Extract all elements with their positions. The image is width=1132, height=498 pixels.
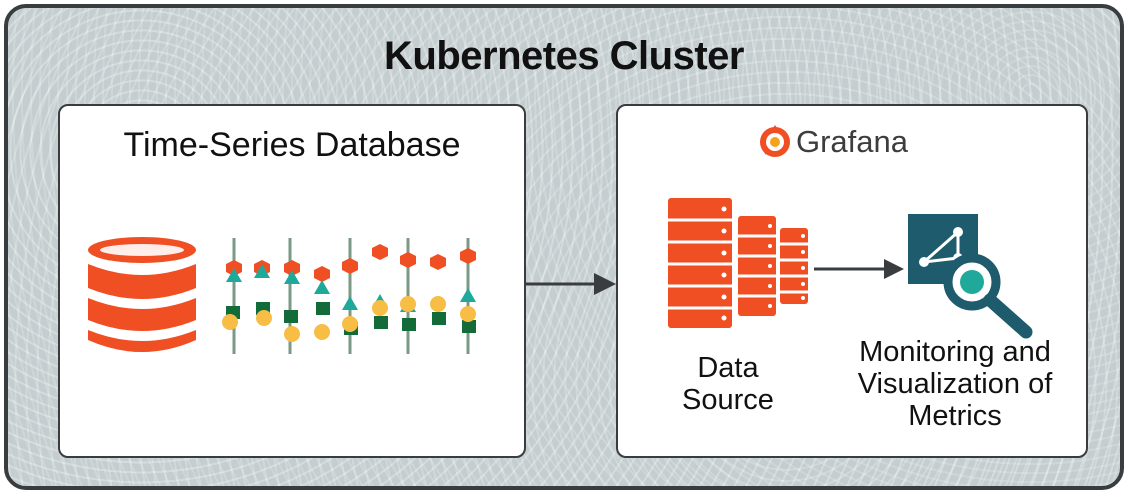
grafana-logo-text: Grafana <box>796 124 909 159</box>
database-icon <box>88 237 196 352</box>
monitoring-label: Monitoring and Visualization of Metrics <box>857 336 1053 432</box>
time-series-database-panel: Time-Series Database <box>58 104 526 458</box>
server-stack-icon <box>668 198 808 328</box>
grafana-logo-icon <box>760 125 790 157</box>
kubernetes-cluster-container: Kubernetes Cluster Time-Series Database <box>4 4 1124 490</box>
tsdb-title: Time-Series Database <box>123 126 461 164</box>
analytics-magnifier-icon <box>908 214 1033 339</box>
cluster-title: Kubernetes Cluster <box>384 34 744 78</box>
inner-arrow <box>814 259 904 279</box>
time-series-data-icon <box>222 238 476 354</box>
grafana-logo: Grafana <box>758 124 908 160</box>
grafana-panel: Grafana <box>616 104 1088 458</box>
data-source-label: Data Source <box>682 352 774 416</box>
connector-arrow <box>526 273 616 295</box>
